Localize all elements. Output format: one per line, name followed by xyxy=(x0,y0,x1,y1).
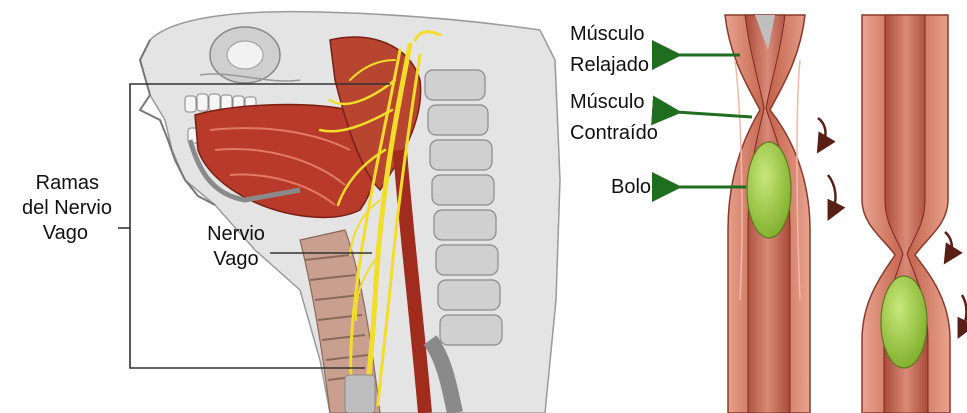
esophagus-relaxed-contracted xyxy=(725,15,810,413)
bolus-label: Bolo xyxy=(611,175,651,200)
head-neck-illustration xyxy=(140,12,560,413)
esophagus-peristalsis-2 xyxy=(862,15,950,413)
vagus-branches-label: Ramas del Nervio Vago xyxy=(4,171,112,246)
relaxed-muscle-label: Músculo Relajado xyxy=(570,22,649,78)
bolus-2 xyxy=(881,276,927,368)
contracted-muscle-label: Músculo Contraído xyxy=(570,90,658,146)
bolus-1 xyxy=(747,142,791,238)
vagus-nerve-label: Nervio Vago xyxy=(196,222,276,272)
